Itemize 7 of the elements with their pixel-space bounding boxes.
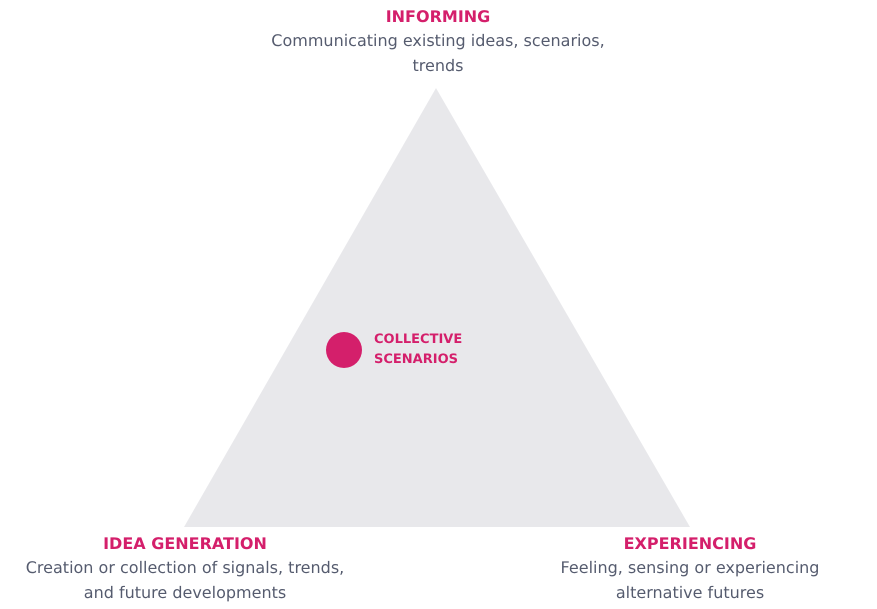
dot-label: COLLECTIVE SCENARIOS xyxy=(374,331,464,369)
corner-description: Communicating existing ideas, scenarios, trends xyxy=(270,30,606,77)
corner-description: Feeling, sensing or experiencing alternative futures xyxy=(560,557,820,604)
corner-heading: EXPERIENCING xyxy=(622,533,758,555)
corner-description: Creation or collection of signals, trends, and future developments xyxy=(24,557,346,604)
corner-heading: IDEA GENERATION xyxy=(102,533,268,555)
corner-heading: INFORMING xyxy=(384,6,492,28)
